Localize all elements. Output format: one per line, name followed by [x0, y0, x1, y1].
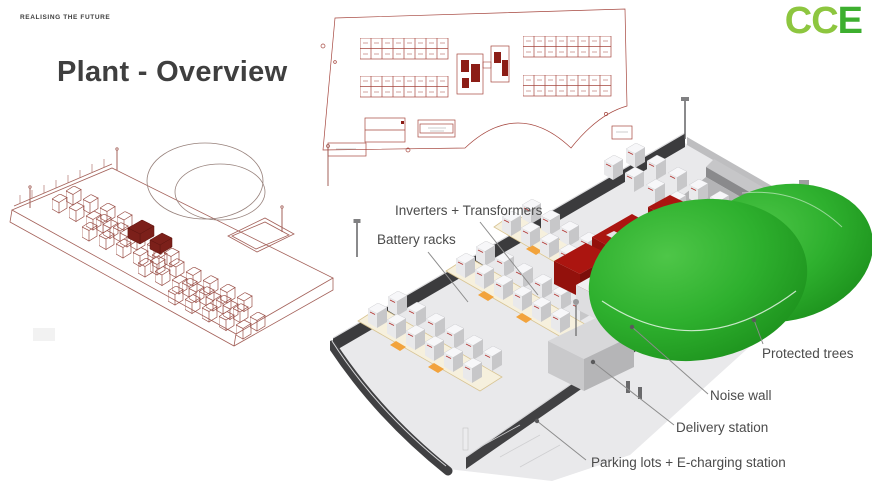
- label-protected-trees: Protected trees: [762, 346, 854, 361]
- wireframe-drawing: [9, 142, 334, 347]
- brand-logo-e: E: [837, 0, 863, 42]
- brand-logo: CCE: [784, 0, 863, 43]
- pallets: [390, 245, 542, 373]
- plan-transformer-units: [456, 45, 510, 95]
- label-parking-echarging: Parking lots + E-charging station: [591, 455, 786, 470]
- plan-buildings: [327, 117, 633, 157]
- render-3d-drawing: [330, 97, 872, 481]
- light-pole: [353, 97, 689, 257]
- label-delivery-station: Delivery station: [676, 420, 769, 435]
- plan-rack-grids: [360, 36, 611, 97]
- slide-artifact: [33, 328, 55, 341]
- plan-boundary: [320, 8, 628, 153]
- label-inverters-transformers: Inverters + Transformers: [395, 203, 543, 218]
- wireframe-tree-outline: [146, 142, 266, 221]
- wireframe-transformers: [127, 219, 173, 255]
- tagline: REALISING THE FUTURE: [20, 14, 111, 21]
- page-title: Plant - Overview: [57, 56, 288, 88]
- wireframe-base: [9, 144, 334, 347]
- label-noise-wall: Noise wall: [710, 388, 772, 403]
- label-battery-racks: Battery racks: [377, 232, 456, 247]
- floor-plan-drawing: [320, 8, 633, 157]
- callout-leader-lines: [427, 221, 764, 461]
- brand-logo-cc: CC: [784, 0, 839, 42]
